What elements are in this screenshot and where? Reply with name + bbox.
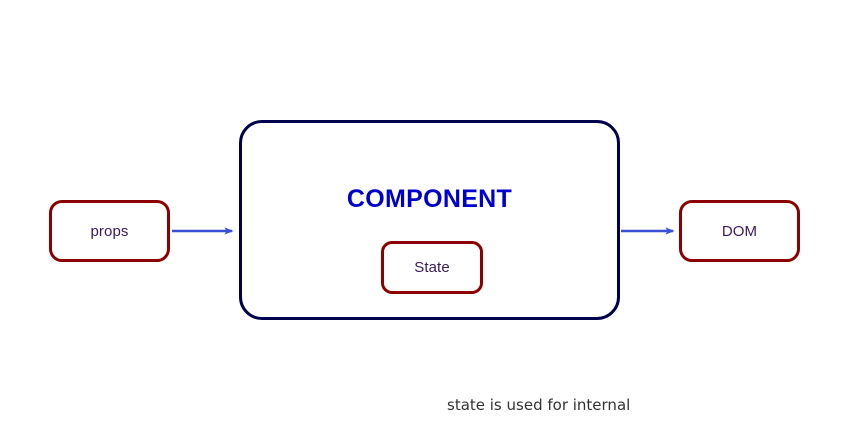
node-dom-label: DOM bbox=[721, 222, 758, 240]
node-component-label: COMPONENT bbox=[346, 185, 513, 213]
node-component[interactable]: COMPONENT State bbox=[239, 120, 620, 320]
node-props[interactable]: props bbox=[49, 200, 170, 262]
diagram-caption: state is used for internal communication… bbox=[447, 353, 718, 440]
props-to-component-arrow bbox=[172, 227, 234, 235]
node-props-label: props bbox=[90, 222, 129, 240]
component-to-dom-arrow bbox=[621, 227, 675, 235]
node-dom[interactable]: DOM bbox=[679, 200, 800, 262]
node-state[interactable]: State bbox=[381, 241, 483, 294]
node-state-label: State bbox=[414, 259, 450, 276]
caption-line-1: state is used for internal bbox=[447, 396, 631, 414]
